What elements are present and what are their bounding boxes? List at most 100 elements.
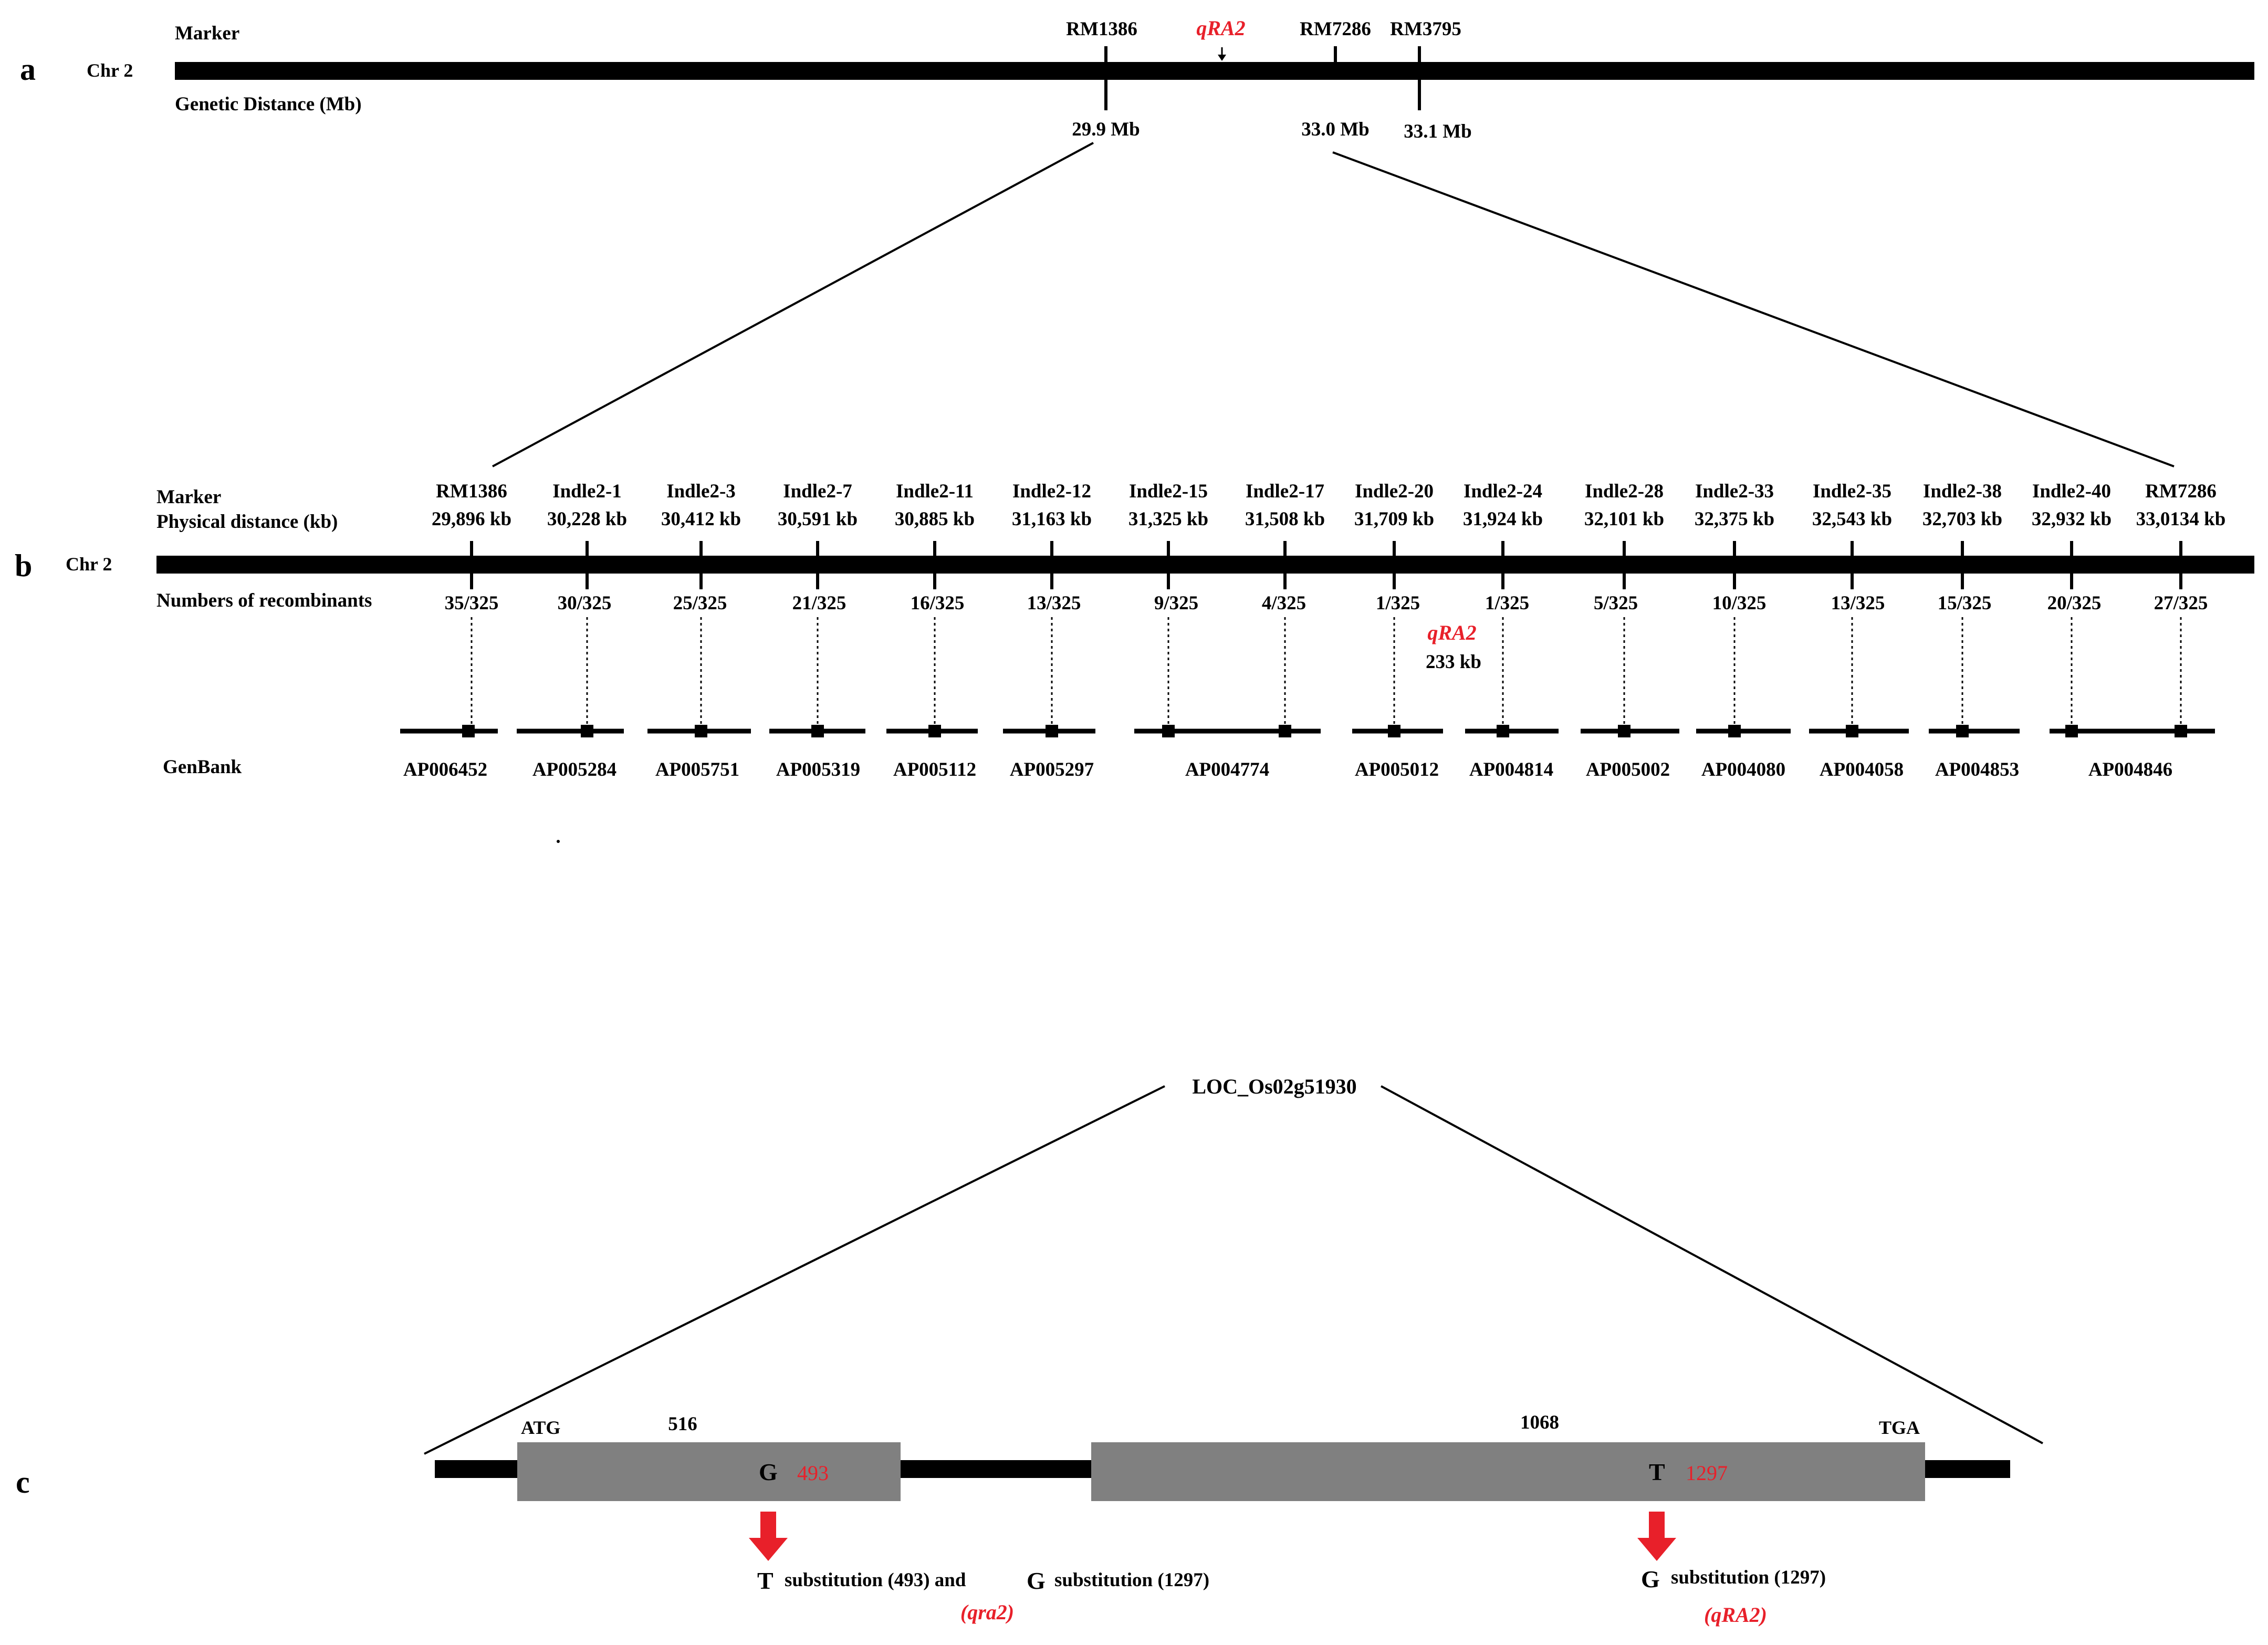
marker-position-square	[1279, 725, 1291, 737]
marker-position-square	[1728, 725, 1741, 737]
panel-c-zoom-line-left	[424, 1085, 1165, 1455]
panel-a-zoom-line-left	[492, 142, 1094, 467]
panel-c-arrow-down-icon-2	[1637, 1512, 1676, 1561]
panel-c-allele1-base2: G	[1027, 1567, 1046, 1594]
marker-physical-distance: 29,896 kb	[432, 508, 511, 530]
recombinant-count: 25/325	[673, 592, 727, 614]
genbank-accession: AP005002	[1586, 759, 1670, 780]
marker-position-square	[1388, 725, 1400, 737]
genbank-accession: AP004058	[1820, 759, 1904, 780]
genbank-accession: AP005284	[532, 759, 616, 780]
recombinant-count: 35/325	[445, 592, 499, 614]
panel-c-snp2-base: T	[1649, 1459, 1665, 1485]
panel-c-exon1-length: 516	[668, 1413, 697, 1435]
marker-position-square	[1618, 725, 1631, 737]
recombinant-count: 16/325	[911, 592, 965, 614]
marker-physical-distance: 30,591 kb	[778, 508, 858, 530]
panel-c-allele2-base: G	[1641, 1566, 1660, 1592]
panel-a-chr-label: Chr 2	[87, 60, 133, 81]
panel-c-allele1-text1: substitution (493) and	[785, 1569, 966, 1591]
panel-b-qtl-size: 233 kb	[1426, 651, 1481, 673]
panel-b-marker-ticks	[470, 541, 2182, 589]
panel-b-recombinant-counts: 35/325 30/325 25/325 21/325 16/325 13/325 9/32…	[445, 592, 2208, 614]
recombinant-count: 21/325	[792, 592, 846, 614]
panel-c-letter: c	[16, 1465, 30, 1500]
panel-c-gene-name: LOC_Os02g51930	[1192, 1075, 1356, 1098]
recombinant-count: 15/325	[1938, 592, 1992, 614]
panel-b-chromosome-bar	[156, 556, 2254, 574]
panel-a-marker-rm7286: RM7286	[1300, 18, 1371, 40]
marker-physical-distance: 30,885 kb	[895, 508, 975, 530]
genbank-accession: AP005012	[1355, 759, 1439, 780]
panel-c-exon-2	[1091, 1442, 1925, 1501]
marker-name: Indle2-17	[1246, 481, 1324, 502]
panel-c-exon-1	[517, 1442, 901, 1501]
marker-position-square	[2065, 725, 2078, 737]
marker-position-square	[1046, 725, 1058, 737]
genbank-accession: AP006452	[403, 759, 487, 780]
panel-b-recombinant-label: Numbers of recombinants	[156, 590, 372, 611]
marker-name: Indle2-12	[1012, 481, 1091, 502]
marker-name: Indle2-3	[666, 481, 736, 502]
panel-b-qtl-label: qRA2	[1427, 621, 1476, 644]
panel-c-snp1-base: G	[759, 1459, 778, 1485]
genbank-accession: AP004853	[1935, 759, 2019, 780]
recombinant-count: 30/325	[558, 592, 612, 614]
panel-b-bac-clones	[400, 725, 2215, 737]
panel-c-allele1-name: (qra2)	[960, 1600, 1014, 1624]
panel-a-chromosome-bar	[175, 62, 2254, 80]
panel-a-distance-label: Genetic Distance (Mb)	[175, 93, 362, 115]
panel-a-marker-label: Marker	[175, 23, 239, 44]
recombinant-count: 20/325	[2047, 592, 2102, 614]
panel-c-arrow-down-icon-1	[749, 1512, 788, 1561]
recombinant-count: 13/325	[1027, 592, 1081, 614]
panel-a-qtl-label: qRA2	[1196, 16, 1245, 40]
panel-a: a Chr 2 Marker Genetic Distance (Mb) RM1…	[20, 16, 2254, 467]
marker-name: Indle2-7	[783, 481, 852, 502]
genbank-accession: AP004774	[1185, 759, 1269, 780]
panel-c-start-codon: ATG	[521, 1417, 560, 1438]
panel-c-exon2-length: 1068	[1520, 1412, 1559, 1433]
marker-position-square	[811, 725, 824, 737]
marker-position-square	[581, 725, 593, 737]
marker-name: Indle2-40	[2032, 481, 2111, 502]
recombinant-count: 9/325	[1154, 592, 1198, 614]
recombinant-count: 1/325	[1376, 592, 1420, 614]
genbank-accession: AP004814	[1469, 759, 1553, 780]
genbank-accession: AP004080	[1701, 759, 1785, 780]
panel-a-position-rm7286: 33.0 Mb	[1301, 119, 1370, 140]
genbank-accession: AP005112	[893, 759, 976, 780]
marker-physical-distance: 32,543 kb	[1812, 508, 1892, 530]
marker-name: Indle2-35	[1813, 481, 1891, 502]
marker-physical-distance: 31,325 kb	[1128, 508, 1208, 530]
panel-c-snp2-position: 1297	[1686, 1461, 1728, 1485]
marker-name: Indle2-28	[1585, 481, 1664, 502]
panel-c-allele2-text: substitution (1297)	[1671, 1567, 1826, 1588]
marker-position-square	[1956, 725, 1969, 737]
genbank-accession: AP005751	[655, 759, 739, 780]
marker-position-square	[695, 725, 707, 737]
marker-position-square	[928, 725, 941, 737]
marker-physical-distance: 31,163 kb	[1012, 508, 1092, 530]
panel-a-position-rm3795: 33.1 Mb	[1404, 121, 1472, 142]
panel-b-genbank-label: GenBank	[163, 756, 242, 778]
genbank-accession: AP004846	[2088, 759, 2172, 780]
marker-physical-distance: 32,101 kb	[1584, 508, 1664, 530]
panel-a-qtl-arrow-head	[1218, 55, 1226, 61]
panel-b-distance-label: Physical distance (kb)	[156, 511, 338, 533]
marker-name: Indle2-11	[896, 481, 974, 502]
panel-b-letter: b	[15, 548, 32, 583]
panel-b: b Chr 2 Marker Physical distance (kb) Nu…	[15, 481, 2254, 843]
panel-c-allele2-name: (qRA2)	[1704, 1603, 1767, 1627]
marker-name: Indle2-1	[552, 481, 622, 502]
genbank-accession: AP005297	[1010, 759, 1094, 780]
marker-physical-distance: 32,375 kb	[1695, 508, 1774, 530]
recombinant-count: 13/325	[1831, 592, 1885, 614]
marker-physical-distance: 32,703 kb	[1922, 508, 2002, 530]
marker-name: Indle2-38	[1923, 481, 2002, 502]
marker-physical-distance: 31,709 kb	[1354, 508, 1434, 530]
